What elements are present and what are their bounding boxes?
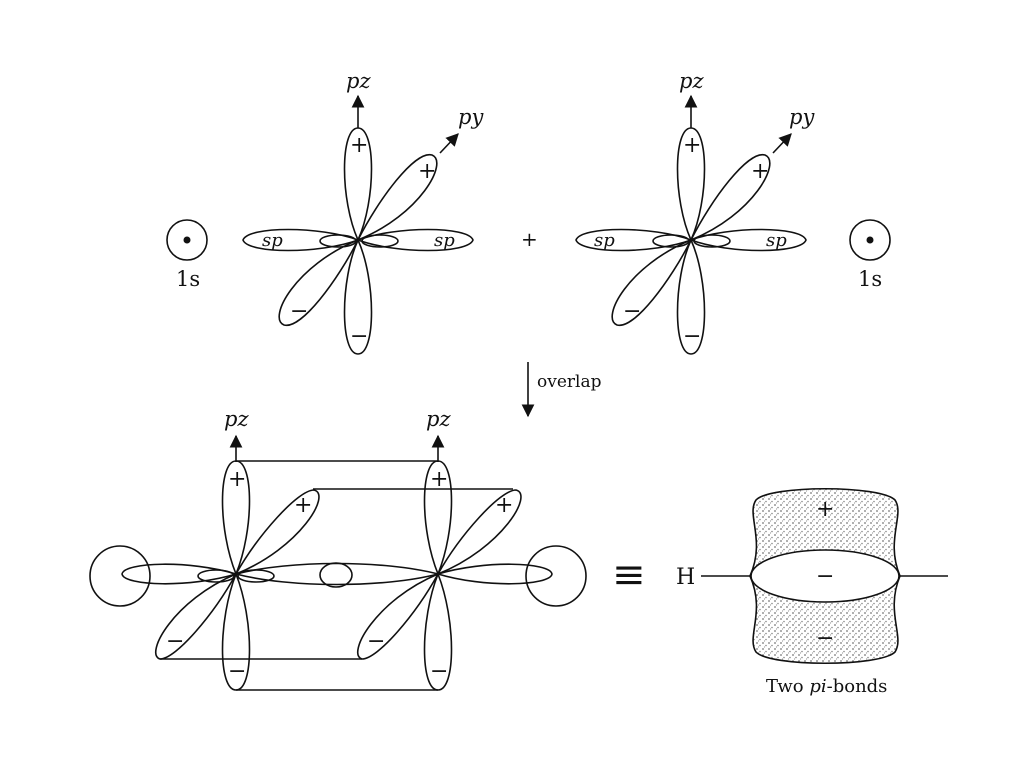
sp-small-lobe	[319, 234, 357, 248]
nucleus-dot	[866, 236, 874, 244]
carbon-left-orbitals: pz + − py + − sp sp	[242, 69, 484, 355]
minus-sign: −	[228, 659, 246, 684]
py-axis-arrow	[772, 133, 792, 154]
sp-label: sp	[434, 230, 455, 251]
py-lobe-down	[611, 238, 693, 326]
carbon-right-orbitals: pz + − py + − sp sp	[575, 69, 815, 355]
pz-label: pz	[426, 407, 451, 431]
minus-sign: −	[290, 299, 308, 324]
sp-small-lobe	[652, 234, 690, 248]
plus-sign: +	[294, 493, 312, 518]
plus-sign: +	[683, 133, 701, 158]
plus-sign: +	[430, 467, 448, 492]
hydrogen-1s-left: 1s	[166, 219, 208, 291]
minus-sign: −	[683, 324, 701, 349]
plus-sign: +	[751, 159, 769, 184]
pz-lobe-down	[343, 238, 373, 355]
sp-small-lobe	[693, 234, 731, 248]
sp-lobe-left	[242, 228, 361, 252]
1s-label: 1s	[176, 267, 200, 291]
py-lobe-down	[155, 572, 238, 660]
py-label: py	[458, 105, 484, 129]
sp-lobe-left	[121, 563, 239, 585]
1s-orbital-circle	[525, 545, 587, 607]
py-lobe-up	[356, 154, 438, 242]
caption-post: -bonds	[827, 676, 888, 697]
sp-label: sp	[766, 230, 787, 251]
caption-pi: pi	[809, 676, 826, 697]
sp-small-lobe	[361, 234, 399, 248]
hydrogen-label: H	[676, 565, 695, 590]
minus-sign: −	[367, 629, 385, 654]
plus-sign: +	[350, 133, 368, 158]
sp-label: sp	[262, 230, 283, 251]
hydrogen-1s-right: 1s	[849, 219, 891, 291]
1s-orbital-circle	[849, 219, 891, 261]
pz-lobe-up	[343, 127, 373, 242]
acetylene-overlap-diagram: pz pz + − + − + − + −	[89, 407, 587, 691]
1s-orbital-circle	[89, 545, 151, 607]
py-lobe-down	[278, 238, 360, 326]
pz-lobe-down	[676, 238, 706, 355]
combine-plus: +	[521, 227, 538, 251]
py-lobe-up	[436, 489, 522, 576]
cc-overlap-lobe	[319, 562, 353, 588]
plus-sign: +	[495, 493, 513, 518]
minus-sign: −	[350, 324, 368, 349]
pz-label: pz	[224, 407, 249, 431]
py-lobe-down	[357, 572, 440, 660]
1s-label: 1s	[858, 267, 882, 291]
overlap-label: overlap	[537, 372, 602, 392]
minus-sign: −	[816, 626, 834, 651]
caption-pre: Two	[766, 676, 809, 697]
minus-sign: −	[430, 659, 448, 684]
two-pi-bonds-drawing: H + − − Two pi-bonds	[676, 488, 948, 697]
minus-sign: −	[623, 299, 641, 324]
sp-lobe-left	[575, 228, 694, 252]
inner-lobe	[750, 549, 900, 603]
py-lobe-up	[689, 154, 771, 242]
pz-label: pz	[679, 69, 704, 93]
minus-sign: −	[816, 564, 834, 589]
sp-small-lobe	[197, 569, 235, 583]
sp-lobe-right	[688, 228, 807, 252]
sp-lobe-right	[355, 228, 474, 252]
sp-lobe-right	[435, 563, 553, 585]
plus-sign: +	[228, 467, 246, 492]
equivalence-sign: ≡	[612, 552, 646, 598]
pz-lobe-up	[676, 127, 706, 242]
1s-orbital-circle	[166, 219, 208, 261]
pi-bonds-caption: Two pi-bonds	[766, 676, 887, 697]
pz-label: pz	[346, 69, 371, 93]
sp-label: sp	[594, 230, 615, 251]
plus-sign: +	[816, 497, 834, 522]
py-axis-arrow	[439, 133, 459, 154]
pz-lobe-down	[423, 571, 453, 691]
pz-lobe-up	[423, 460, 453, 577]
overlap-step: overlap	[521, 362, 602, 418]
py-lobe-up	[234, 489, 320, 576]
nucleus-dot	[183, 236, 191, 244]
plus-sign: +	[418, 159, 436, 184]
minus-sign: −	[166, 629, 184, 654]
pz-lobe-up	[221, 460, 251, 577]
pz-lobe-down	[221, 571, 251, 691]
py-label: py	[789, 105, 815, 129]
